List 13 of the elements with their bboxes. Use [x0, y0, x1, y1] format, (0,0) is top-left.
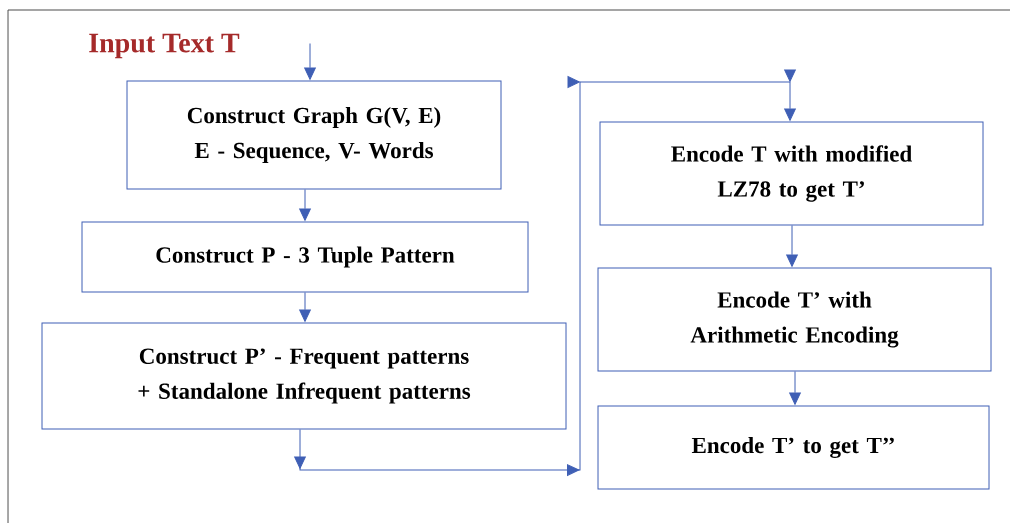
- arrow: [294, 69, 796, 476]
- process-box: Encode T with modified LZ78 to get T’: [599, 121, 984, 226]
- arrow: [299, 292, 311, 322]
- arrow: [304, 43, 316, 80]
- process-box: Encode T’ to get T’’: [597, 405, 990, 490]
- arrow: [786, 225, 798, 267]
- arrow: [299, 189, 311, 221]
- arrow: [789, 371, 801, 405]
- process-box: Construct P - 3 Tuple Pattern: [81, 221, 529, 293]
- heading: Input Text T: [89, 33, 240, 59]
- process-box: Construct Graph G(V, E) E - Sequence, V- Words: [126, 80, 502, 190]
- process-box: Construct P’ - Frequent patterns + Standalone Infrequent patterns: [41, 322, 567, 430]
- process-box: Encode T’ with Arithmetic Encoding: [597, 267, 992, 372]
